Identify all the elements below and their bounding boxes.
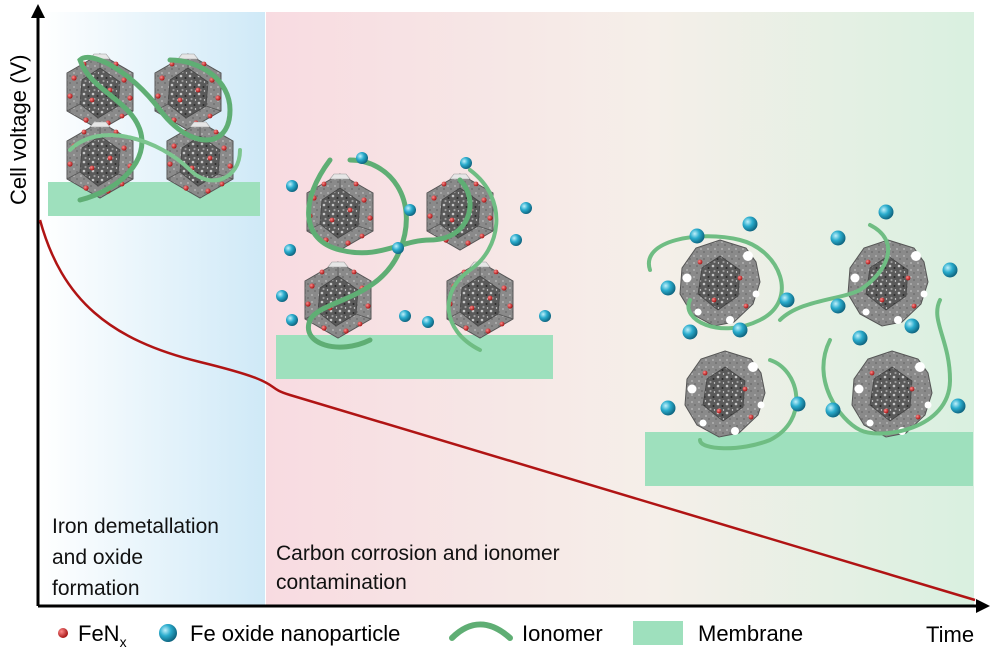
oxide-formation-illustration <box>276 152 553 379</box>
corrosion-illustration <box>645 204 973 486</box>
ionomer-icon <box>449 621 513 641</box>
phase-1-line-1: Iron demetallation <box>52 515 219 538</box>
legend-membrane: Membrane <box>633 621 803 646</box>
voltage-decay-curve <box>38 219 976 602</box>
axes <box>31 4 990 613</box>
legend: FeNx Fe oxide nanoparticle Ionomer Membr… <box>58 621 803 650</box>
phase-2-label: Carbon corrosion and ionomer contaminati… <box>276 542 566 594</box>
phase-1-line-3: formation <box>52 577 140 600</box>
legend-fenx-label: FeN <box>78 621 120 646</box>
legend-fenx-subscript: x <box>120 634 127 650</box>
phase-2-line-1: Carbon corrosion and ionomer <box>276 542 560 565</box>
phase-2-background <box>266 12 974 605</box>
legend-fe-oxide-label: Fe oxide nanoparticle <box>190 621 400 646</box>
svg-text:FeNx: FeNx <box>78 621 127 650</box>
y-axis-label: Cell voltage (V) <box>6 55 31 205</box>
membrane-icon <box>633 621 683 645</box>
legend-ionomer-label: Ionomer <box>522 621 603 646</box>
legend-ionomer: Ionomer <box>449 621 603 646</box>
legend-membrane-label: Membrane <box>698 621 803 646</box>
fresh-catalyst-illustration <box>48 53 260 216</box>
legend-fenx: FeNx <box>58 621 127 650</box>
fe-oxide-icon <box>159 624 177 642</box>
x-axis-label: Time <box>926 622 974 647</box>
fenx-icon <box>58 628 68 638</box>
phase-1-label: Iron demetallation and oxide formation <box>52 515 225 600</box>
phase-2-line-2: contamination <box>276 571 407 594</box>
membrane-slab <box>645 432 973 486</box>
phase-1-line-2: and oxide <box>52 546 143 569</box>
legend-fe-oxide: Fe oxide nanoparticle <box>159 621 400 646</box>
